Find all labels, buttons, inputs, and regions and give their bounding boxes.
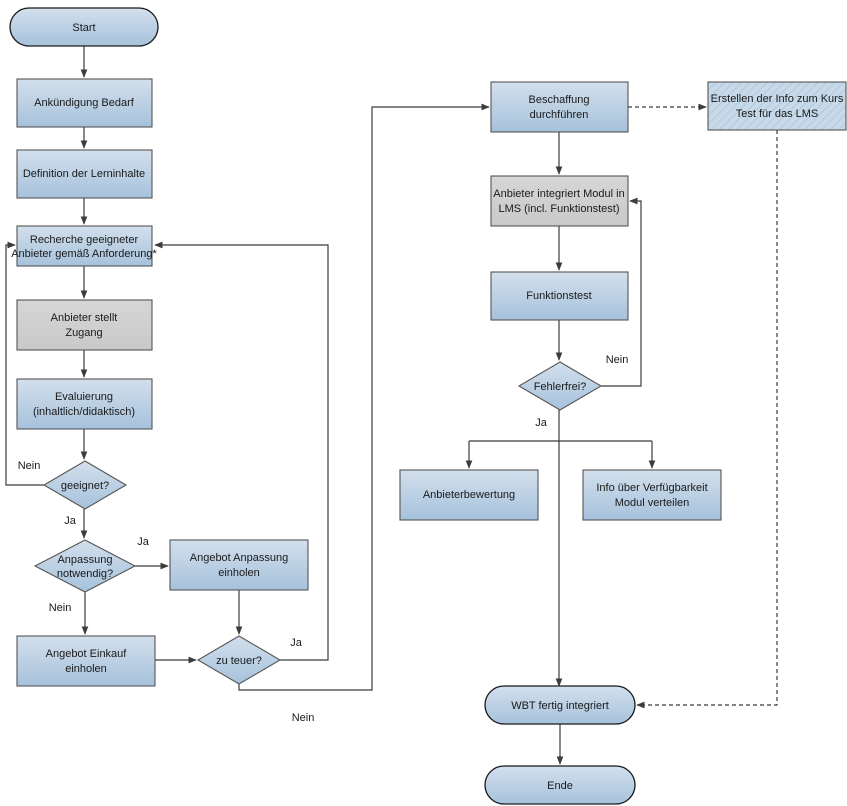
svg-text:geeignet?: geeignet? xyxy=(61,480,109,492)
node-angeboteink-line1: Angebot Einkauf xyxy=(46,648,128,660)
node-infoverteil-line1: Info über Verfügbarkeit xyxy=(596,482,707,494)
edges-layer xyxy=(5,46,778,765)
node-fehlerfrei-decision[interactable]: Fehlerfrei? xyxy=(517,361,603,411)
edge-erstellen-wbtfertig xyxy=(636,130,778,709)
svg-text:Funktionstest: Funktionstest xyxy=(526,290,591,302)
node-beschaffung-line1: Beschaffung xyxy=(529,94,590,106)
node-fehlerfrei-label: Fehlerfrei? xyxy=(534,381,587,393)
node-definition-label: Definition der Lerninhalte xyxy=(23,168,145,180)
node-infoverteil-line2: Modul verteilen xyxy=(615,497,690,509)
node-ankuendigung-label: Ankündigung Bedarf xyxy=(34,97,135,109)
node-evaluierung-line2: (inhaltlich/didaktisch) xyxy=(33,406,135,418)
node-wbtfertig-label: WBT fertig integriert xyxy=(511,700,609,712)
node-anpassung-decision[interactable]: Anpassung notwendig? xyxy=(33,539,137,593)
node-ende[interactable]: Ende xyxy=(484,765,636,805)
node-start[interactable]: Start xyxy=(9,7,159,47)
edge-label-anpassung-nein: Nein xyxy=(49,602,72,614)
node-anpassung-line1: Anpassung xyxy=(57,554,112,566)
node-integriert-line2: LMS (incl. Funktionstest) xyxy=(498,203,619,215)
edge-label-zuteuer-ja: Ja xyxy=(290,637,303,649)
svg-text:Anbieterbewertung: Anbieterbewertung xyxy=(423,489,515,501)
svg-text:Definition der Lerninhalte: Definition der Lerninhalte xyxy=(23,168,145,180)
node-recherche-line1: Recherche geeigneter xyxy=(30,234,139,246)
node-geeignet-label: geeignet? xyxy=(61,480,109,492)
edge-label-anpassung-ja: Ja xyxy=(137,536,150,548)
node-zugang-line2: Zugang xyxy=(65,327,102,339)
node-evaluierung[interactable]: Evaluierung (inhaltlich/didaktisch) xyxy=(16,378,153,430)
edge-label-zuteuer-nein: Nein xyxy=(292,712,315,724)
edge-fehlerfrei-nein-integriert xyxy=(601,197,642,387)
edge-label-geeignet-nein: Nein xyxy=(18,460,41,472)
edge-geeignet-nein-recherche xyxy=(5,241,44,486)
edge-label-fehlerfrei-ja: Ja xyxy=(535,417,548,429)
node-info-verfuegbarkeit-verteilen[interactable]: Info über Verfügbarkeit Modul verteilen xyxy=(582,469,722,521)
svg-text:Start: Start xyxy=(72,22,95,34)
edge-label-fehlerfrei-nein: Nein xyxy=(606,354,629,366)
node-angebotanp-line2: einholen xyxy=(218,567,260,579)
node-zuteuer-decision[interactable]: zu teuer? xyxy=(196,635,282,685)
node-ende-label: Ende xyxy=(547,780,573,792)
svg-text:WBT fertig integriert: WBT fertig integriert xyxy=(511,700,609,712)
node-angebotanp-line1: Angebot Anpassung xyxy=(190,552,288,564)
nodes-layer: Start Ankündigung Bedarf Definition der … xyxy=(9,7,847,805)
node-funktionstest-label: Funktionstest xyxy=(526,290,591,302)
edge-labels-layer: Nein Ja Ja Nein Ja Nein Nein Ja xyxy=(18,354,629,724)
node-anbieter-stellt-zugang[interactable]: Anbieter stellt Zugang xyxy=(16,299,153,351)
node-funktionstest[interactable]: Funktionstest xyxy=(490,271,629,321)
node-anbieterbewertung[interactable]: Anbieterbewertung xyxy=(399,469,539,521)
node-recherche-line2: Anbieter gemäß Anforderung* xyxy=(11,248,157,260)
node-integriert-line1: Anbieter integriert Modul in xyxy=(493,188,624,200)
node-erstellen-line2: Test für das LMS xyxy=(736,108,819,120)
node-angebot-einkauf-einholen[interactable]: Angebot Einkauf einholen xyxy=(16,635,156,687)
node-zuteuer-label: zu teuer? xyxy=(216,655,262,667)
node-erstellen-info-kurstest[interactable]: Erstellen der Info zum Kurs Test für das… xyxy=(707,81,847,131)
node-bewertung-label: Anbieterbewertung xyxy=(423,489,515,501)
svg-text:Ankündigung Bedarf: Ankündigung Bedarf xyxy=(34,97,135,109)
node-ankuendigung-bedarf[interactable]: Ankündigung Bedarf xyxy=(16,78,153,128)
node-angeboteink-line2: einholen xyxy=(65,663,107,675)
svg-text:zu teuer?: zu teuer? xyxy=(216,655,262,667)
node-start-label: Start xyxy=(72,22,95,34)
node-anpassung-line2: notwendig? xyxy=(57,568,113,580)
node-wbt-fertig-integriert[interactable]: WBT fertig integriert xyxy=(484,685,636,725)
node-angebot-anpassung-einholen[interactable]: Angebot Anpassung einholen xyxy=(169,539,309,591)
node-erstellen-line1: Erstellen der Info zum Kurs xyxy=(711,93,844,105)
node-definition-lerninhalte[interactable]: Definition der Lerninhalte xyxy=(16,149,153,199)
node-zugang-line1: Anbieter stellt xyxy=(51,312,118,324)
edge-zuteuer-ja-recherche xyxy=(154,241,329,661)
edge-label-geeignet-ja: Ja xyxy=(64,515,77,527)
svg-text:Ende: Ende xyxy=(547,780,573,792)
node-beschaffung-line2: durchführen xyxy=(530,109,589,121)
node-geeignet-decision[interactable]: geeignet? xyxy=(42,460,128,510)
node-anbieter-integriert-modul[interactable]: Anbieter integriert Modul in LMS (incl. … xyxy=(490,175,629,227)
node-recherche-anbieter[interactable]: Recherche geeigneter Anbieter gemäß Anfo… xyxy=(11,225,157,267)
node-beschaffung-durchfuehren[interactable]: Beschaffung durchführen xyxy=(490,81,629,133)
svg-text:Fehlerfrei?: Fehlerfrei? xyxy=(534,381,587,393)
edge-zuteuer-nein-beschaffung xyxy=(238,103,490,691)
node-evaluierung-line1: Evaluierung xyxy=(55,391,113,403)
